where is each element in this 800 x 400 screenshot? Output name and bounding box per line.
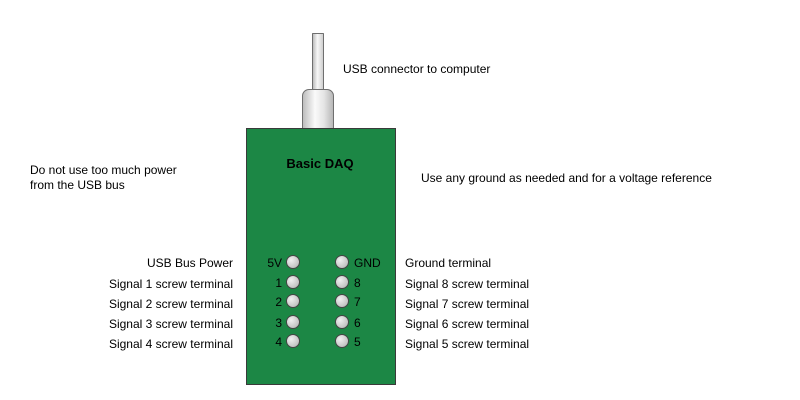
pin-6 [335,315,349,329]
left-pin-label-1: 1 [275,276,282,290]
left-pin-desc-1: Signal 1 screw terminal [108,277,233,291]
right-pin-desc-8: Signal 8 screw terminal [405,277,530,291]
pin-5 [335,334,349,348]
left-pin-label-5v: 5V [267,256,282,270]
pin-2 [286,294,300,308]
board-title: Basic DAQ [286,156,354,171]
pin-5v [286,255,300,269]
right-pin-desc-7: Signal 7 screw terminal [405,297,530,311]
usb-plug [302,89,334,131]
right-pin-label-6: 6 [354,316,361,330]
left-pin-label-3: 3 [275,316,282,330]
pin-3 [286,315,300,329]
left-pin-desc-3: Signal 3 screw terminal [108,317,233,331]
left-pin-desc-5v: USB Bus Power [146,256,233,270]
left-pin-label-4: 4 [275,335,282,349]
pin-gnd [335,255,349,269]
ground-note: Use any ground as needed and for a volta… [421,171,712,185]
right-pin-label-gnd: GND [354,256,381,270]
pin-4 [286,334,300,348]
left-pin-desc-2: Signal 2 screw terminal [108,297,233,311]
daq-board [246,128,396,385]
right-pin-label-7: 7 [354,295,361,309]
right-pin-desc-6: Signal 6 screw terminal [405,317,530,331]
usb-cable [312,33,324,92]
right-pin-desc-5: Signal 5 screw terminal [405,337,530,351]
right-pin-label-5: 5 [354,335,361,349]
pin-1 [286,275,300,289]
pin-7 [335,294,349,308]
right-pin-desc-gnd: Ground terminal [405,256,492,270]
pin-8 [335,275,349,289]
left-pin-label-2: 2 [275,295,282,309]
right-pin-label-8: 8 [354,276,361,290]
left-pin-desc-4: Signal 4 screw terminal [108,337,233,351]
power-note-line-2: from the USB bus [30,178,125,192]
power-note-line-1: Do not use too much power [30,163,177,177]
usb-connector-label: USB connector to computer [343,62,491,76]
